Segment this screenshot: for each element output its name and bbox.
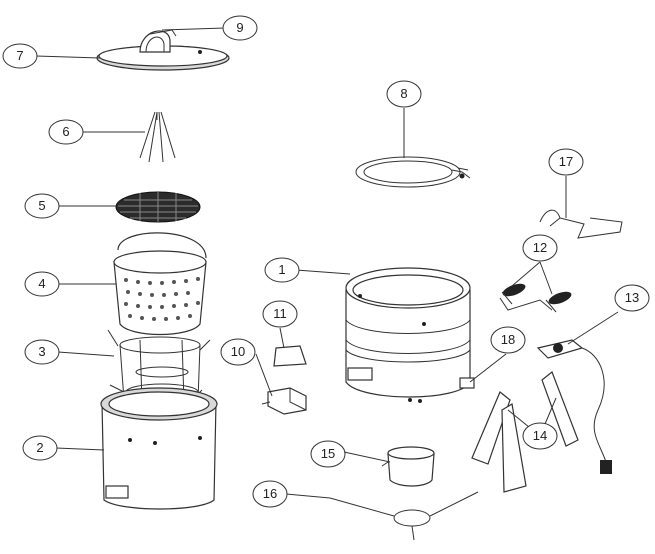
callout-1: 1: [264, 257, 300, 283]
part-bracket: [261, 387, 307, 415]
callout-14: 14: [522, 422, 558, 450]
callout-16: 16: [252, 480, 288, 508]
callout-label-3: 3: [38, 344, 45, 359]
callout-label-4: 4: [38, 276, 45, 291]
callout-label-11: 11: [273, 306, 287, 321]
callout-label-6: 6: [62, 124, 69, 139]
callout-label-5: 5: [38, 198, 45, 213]
part-base-cylinder: [100, 387, 218, 510]
callout-5: 5: [24, 193, 60, 219]
part-lid: [96, 45, 230, 71]
callout-label-9: 9: [236, 20, 243, 35]
part-tripod-stand: [329, 491, 479, 541]
callout-17: 17: [548, 148, 584, 176]
callout-label-12: 12: [533, 240, 547, 255]
leader-lines: [35, 27, 619, 499]
part-heating-element: [355, 156, 471, 188]
part-controller-cord: [536, 339, 612, 474]
part-legs: [471, 371, 579, 493]
callout-8: 8: [386, 80, 422, 108]
part-small-block: [459, 377, 475, 389]
callout-2: 2: [22, 435, 58, 461]
part-lid-handle: [139, 29, 177, 53]
part-basket-hanger: [139, 111, 176, 163]
callout-6: 6: [48, 119, 84, 145]
callout-11: 11: [262, 300, 298, 328]
callout-label-18: 18: [501, 332, 515, 347]
callout-15: 15: [310, 440, 346, 468]
part-small-plate: [273, 345, 307, 367]
part-main-pot: [345, 267, 471, 403]
part-handles: [499, 283, 572, 313]
callout-12: 12: [522, 234, 558, 262]
part-cup: [381, 446, 435, 487]
callout-label-15: 15: [321, 446, 335, 461]
part-round-grate: [115, 191, 201, 223]
callout-18: 18: [490, 326, 526, 354]
callout-label-14: 14: [533, 428, 547, 443]
callout-3: 3: [24, 339, 60, 365]
callout-10: 10: [220, 338, 256, 366]
part-wire-clip: [539, 209, 623, 239]
callout-13: 13: [614, 284, 650, 312]
callout-label-17: 17: [559, 154, 573, 169]
callout-label-16: 16: [263, 486, 277, 501]
callout-label-7: 7: [16, 48, 23, 63]
callout-7: 7: [2, 43, 38, 69]
callout-4: 4: [24, 271, 60, 297]
callout-label-8: 8: [400, 86, 407, 101]
callout-label-2: 2: [36, 440, 43, 455]
part-perforated-basket: [113, 232, 207, 336]
callout-label-13: 13: [625, 290, 639, 305]
callout-label-10: 10: [231, 344, 245, 359]
callout-9: 9: [222, 15, 258, 41]
callout-label-1: 1: [278, 262, 285, 277]
